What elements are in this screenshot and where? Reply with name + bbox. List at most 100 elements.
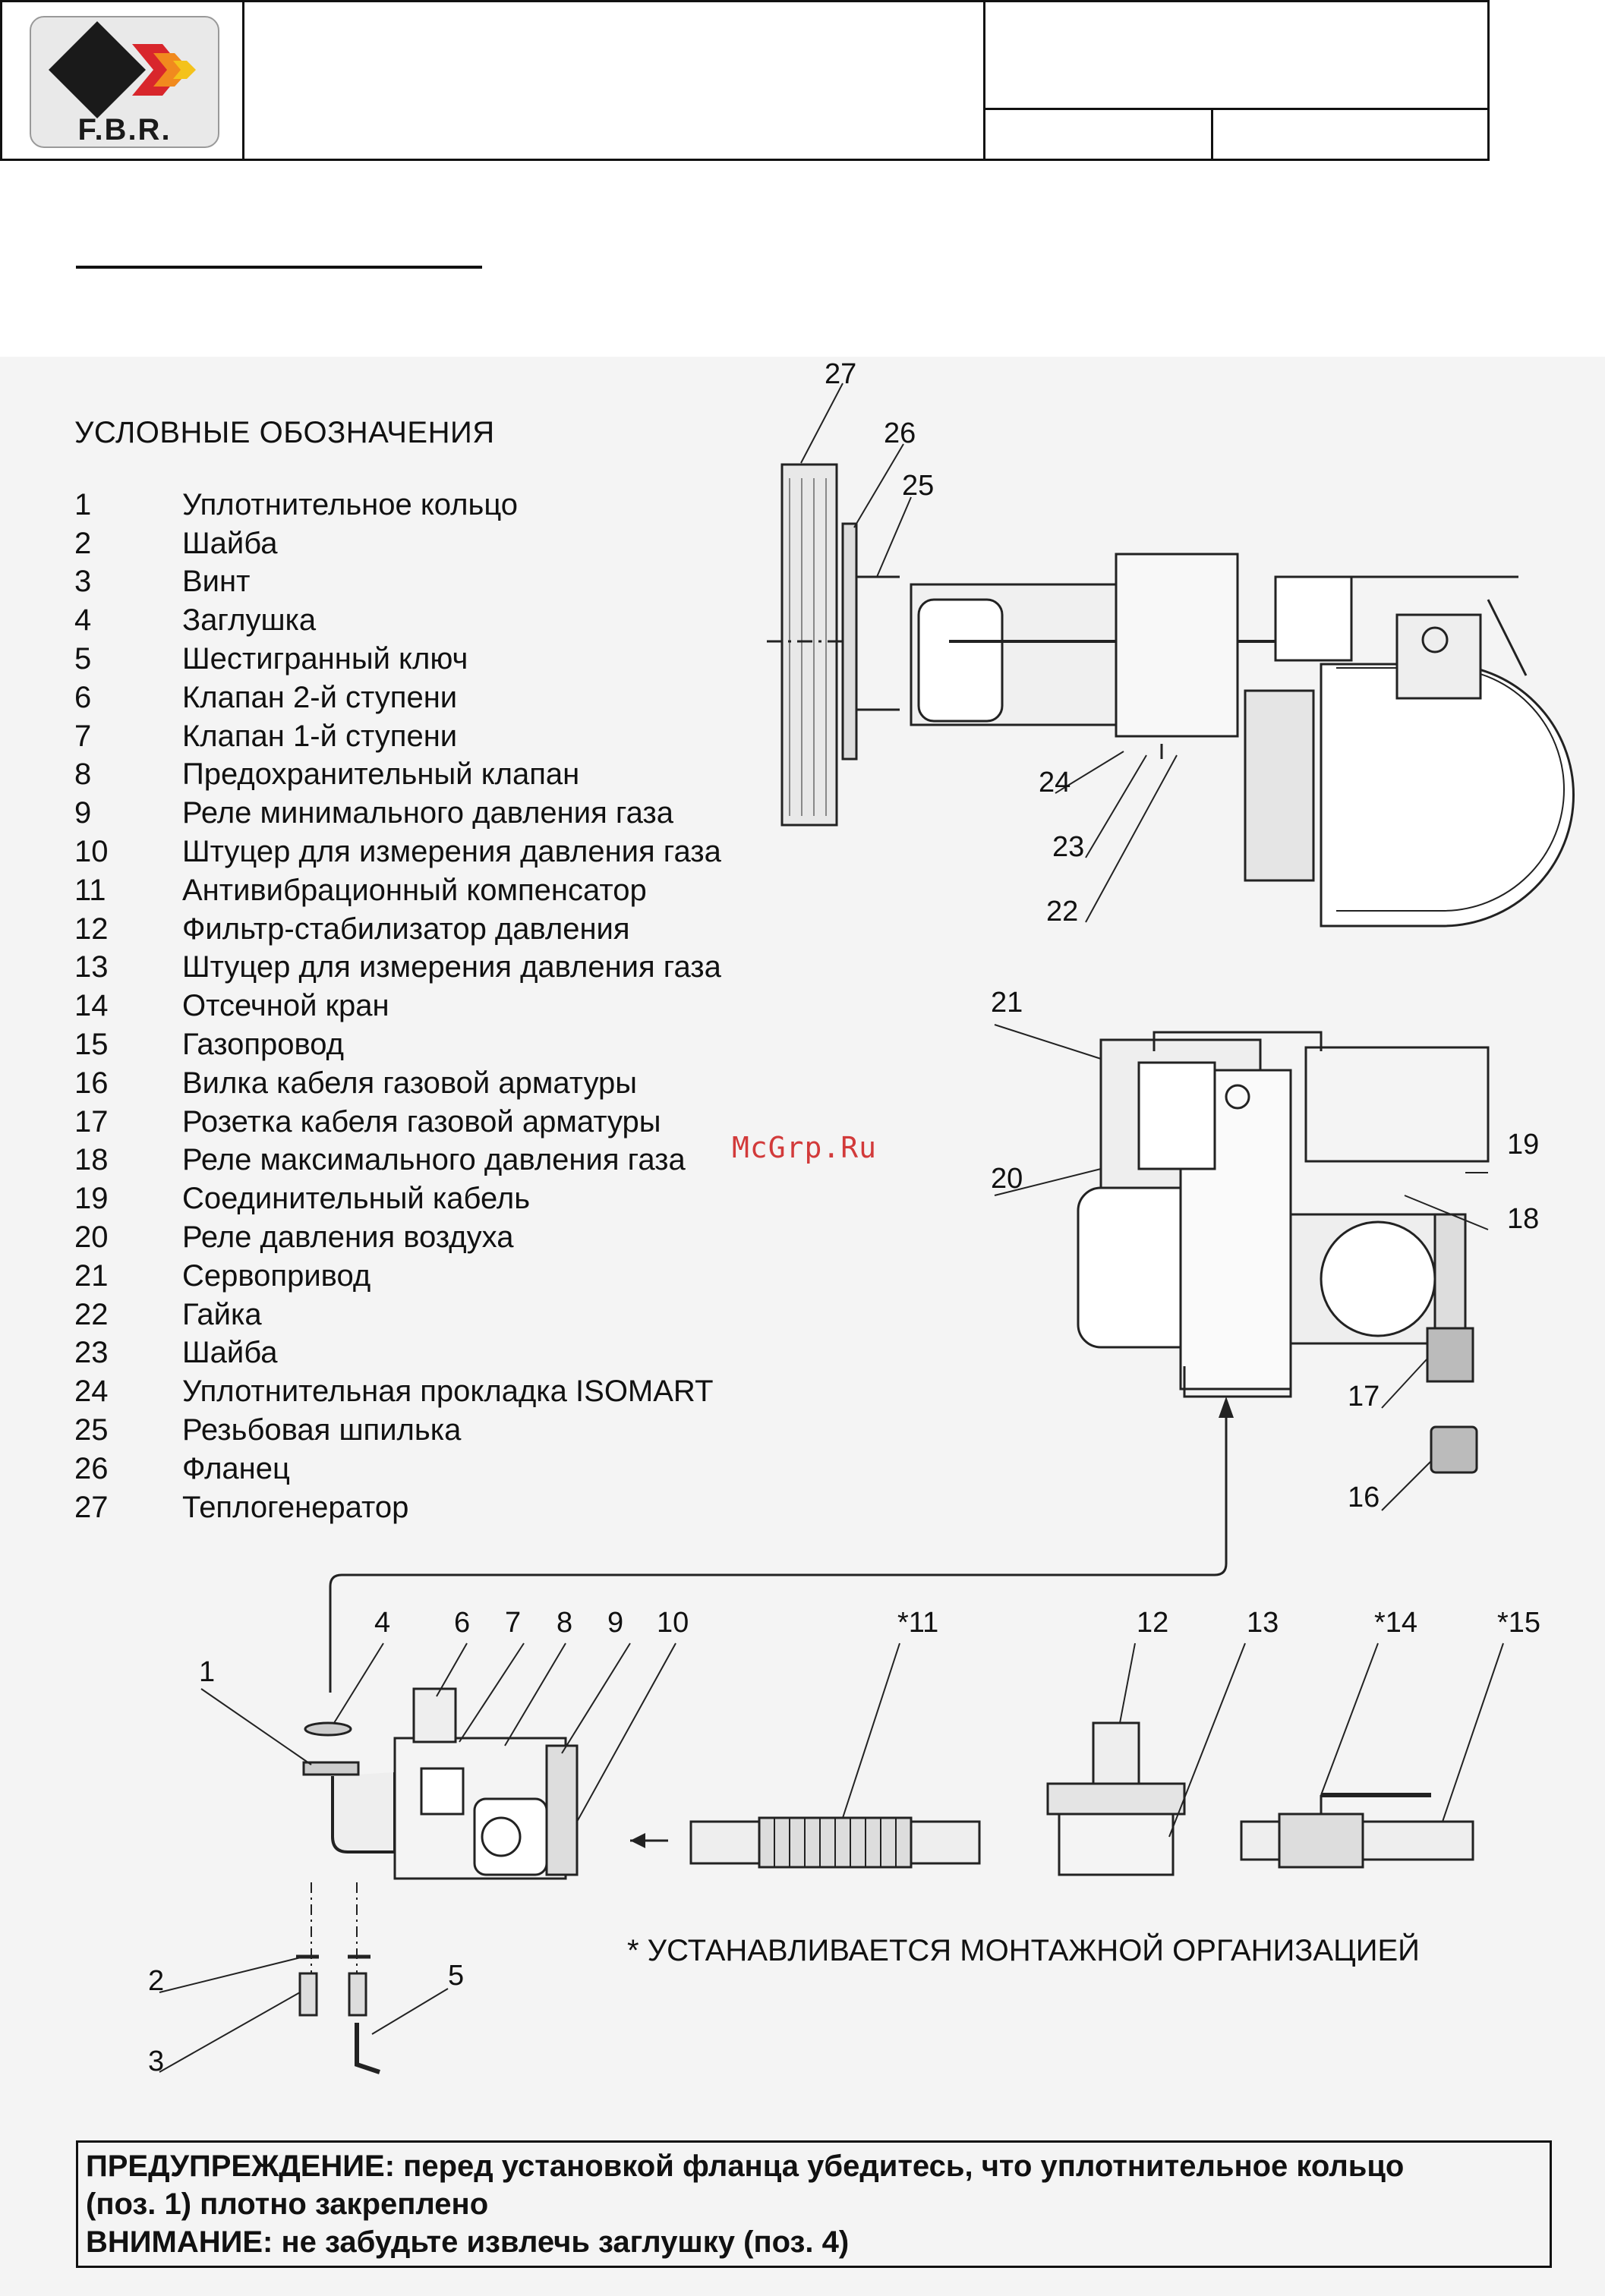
installer-footnote: * УСТАНАВЛИВАЕТСЯ МОНТАЖНОЙ ОРГАНИЗАЦИЕЙ [627,1934,1420,1967]
callout-25: 25 [902,470,934,502]
legend-item-number: 15 [74,1028,109,1062]
legend-item-number: 6 [74,680,92,714]
callout-5: 5 [448,1960,464,1992]
legend-item-number: 8 [74,757,92,792]
legend-item-number: 20 [74,1220,109,1255]
legend-item-label: Фильтр-стабилизатор давления [182,912,630,946]
warning-box: ПРЕДУПРЕЖДЕНИЕ: перед установкой фланца … [76,2140,1552,2268]
callout-27: 27 [825,358,856,390]
legend-item: 17 Розетка кабеля газовой арматуры [74,1103,788,1142]
legend-item: 21 Сервопривод [74,1257,788,1296]
legend-item-label: Клапан 1-й ступени [182,719,458,753]
callout-17: 17 [1348,1381,1380,1413]
legend-item: 10 Штуцер для измерения давления газа [74,833,788,871]
legend-item-label: Реле давления воздуха [182,1220,514,1255]
callout-18: 18 [1507,1203,1539,1235]
warning-line-3: ВНИМАНИЕ: не забудьте извлечь заглушку (… [86,2225,850,2259]
legend-item-label: Штуцер для измерения давления газа [182,835,721,869]
callout-21: 21 [991,987,1023,1019]
callout-15: *15 [1497,1607,1540,1639]
callout-13: 13 [1247,1607,1279,1639]
legend-item-label: Вилка кабеля газовой арматуры [182,1066,638,1100]
callout-10: 10 [657,1607,689,1639]
callout-9: 9 [607,1607,623,1639]
legend-item-label: Соединительный кабель [182,1182,531,1216]
callout-4: 4 [374,1607,390,1639]
legend-item-label: Заглушка [182,603,317,638]
legend-item: 12 Фильтр-стабилизатор давления [74,910,788,949]
legend-item-number: 19 [74,1182,109,1216]
callout-1: 1 [199,1656,215,1688]
legend-item: 1 Уплотнительное кольцо [74,486,788,524]
callout-8: 8 [557,1607,572,1639]
legend-item-number: 18 [74,1143,109,1177]
legend-item-number: 23 [74,1336,109,1370]
legend-item: 23 Шайба [74,1334,788,1373]
legend-item-number: 1 [74,487,92,521]
legend-item-number: 12 [74,912,109,946]
legend-item-label: Розетка кабеля газовой арматуры [182,1104,661,1139]
legend-item-label: Винт [182,565,251,599]
legend-item-label: Реле минимального давления газа [182,796,673,830]
callout-22: 22 [1046,896,1078,928]
legend-item: 19 Соединительный кабель [74,1179,788,1218]
callout-24: 24 [1039,767,1071,798]
header-page-cell-a [983,108,1213,161]
legend-item-label: Уплотнительное кольцо [182,487,519,521]
legend-item: 25 Резьбовая шпилька [74,1411,788,1450]
legend-item: 5 Шестигранный ключ [74,640,788,679]
warning-line-2: (поз. 1) плотно закреплено [86,2187,489,2221]
callout-20: 20 [991,1163,1023,1195]
legend-item-label: Шайба [182,1336,278,1370]
shut-off-valve [1240,1793,1474,1869]
legend-item-label: Клапан 2-й ступени [182,680,458,714]
legend-item-number: 26 [74,1451,109,1485]
burner-front-view [1077,1031,1490,1474]
legend-item-number: 7 [74,719,92,753]
callout-11: *11 [897,1607,938,1639]
legend-item-number: 5 [74,642,92,676]
legend-item: 26 Фланец [74,1450,788,1488]
callout-12: 12 [1137,1607,1168,1639]
legend-item-number: 25 [74,1413,109,1447]
legend-item-number: 11 [74,873,106,907]
legend-title: УСЛОВНЫЕ ОБОЗНАЧЕНИЯ [74,416,495,449]
legend-item-label: Резьбовая шпилька [182,1413,462,1447]
burner-assembly-drawing: 27 26 25 24 23 22 21 20 19 18 17 16 1 4 … [148,358,1575,2077]
legend-item-label: Шайба [182,526,278,560]
legend-item-number: 14 [74,989,109,1023]
legend-item-number: 21 [74,1258,109,1293]
callout-16: 16 [1348,1482,1380,1513]
legend-item-number: 13 [74,950,109,984]
fbr-logo: F.B.R. [30,16,219,148]
anti-vibration-compensator [630,1816,981,1869]
legend-item-number: 2 [74,526,92,560]
legend-item-label: Реле максимального давления газа [182,1143,686,1177]
watermark: McGrp.Ru [732,1131,878,1164]
legend-item-label: Теплогенератор [182,1490,409,1524]
burner-side-view [910,553,1575,928]
legend-item: 2 Шайба [74,524,788,563]
legend-item-number: 10 [74,835,109,869]
legend-item: 20 Реле давления воздуха [74,1218,788,1257]
legend-item-number: 9 [74,796,92,830]
header-title-cell [242,0,985,161]
legend-item: 9 Реле минимального давления газа [74,794,788,833]
legend-item-label: Уплотнительная прокладка ISOMART [182,1375,714,1409]
legend-item-label: Сервопривод [182,1258,371,1293]
legend-item-label: Фланец [182,1451,290,1485]
legend-item-label: Шестигранный ключ [182,642,468,676]
title-underline [76,266,482,269]
callout-7: 7 [505,1607,521,1639]
legend-item-number: 17 [74,1104,109,1139]
legend-item-number: 22 [74,1297,109,1331]
